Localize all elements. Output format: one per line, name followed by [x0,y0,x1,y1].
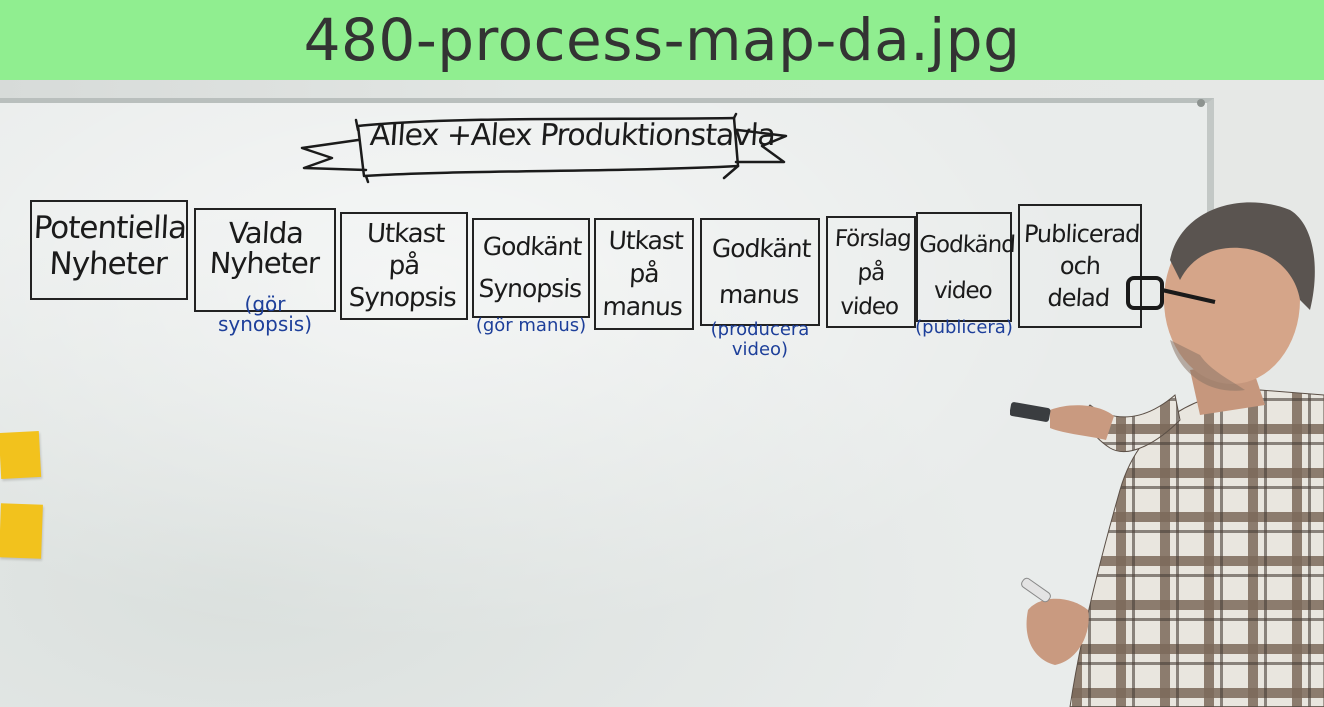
stage-godkant-manus: Godkänt manus (producera video) [700,218,820,360]
title-banner-scroll [300,112,788,184]
stage-label: Godkänt Synopsis [477,232,583,303]
sticky-note [0,503,43,559]
presenter-figure [1010,202,1324,707]
stage-label: Valda Nyheter [208,216,320,280]
board-screw [1197,99,1205,107]
stage-action: (producera video) [710,319,810,360]
stage-publicerad-och-delad: Publicerad och delad [1018,204,1142,328]
stage-action: (gör synopsis) [217,292,313,336]
stage-label: Utkast på manus [601,226,684,321]
stage-godkant-synopsis: Godkänt Synopsis (gör manus) [472,218,590,336]
stage-label: Godkänd video [918,232,1016,304]
stage-potentiella-nyheter: Potentiella Nyheter [30,200,188,300]
board-title: AIlex +Alex Produktionstavla [368,118,777,153]
stage-forslag-video: Förslag på video [826,216,916,328]
filename-label: 480-process-map-da.jpg [303,6,1021,74]
stage-godkand-video: Godkänd video (publicera) [915,212,1016,338]
stage-valda-nyheter: Valda Nyheter (gör synopsis) [194,208,336,334]
stage-label: Potentiella Nyheter [32,210,188,282]
whiteboard [0,98,1214,707]
stage-utkast-synopsis: Utkast på Synopsis [340,212,468,320]
stage-action: (gör manus) [475,315,587,336]
stage-label: Godkänt manus [711,234,812,309]
stage-label: Förslag på video [834,226,912,320]
stage-label: Utkast på Synopsis [347,219,457,313]
stage-action: (publicera) [915,317,1013,338]
filename-banner: 480-process-map-da.jpg [0,0,1324,80]
sticky-note [0,430,42,480]
stage-utkast-manus: Utkast på manus [594,218,694,330]
